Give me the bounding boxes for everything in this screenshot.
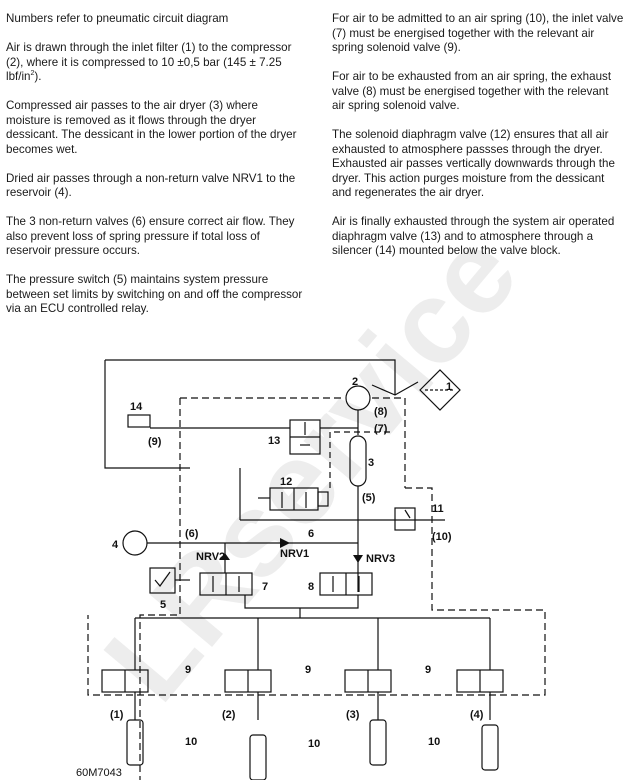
superscript: 2 [30, 70, 35, 78]
paragraph-nrv-valves: The 3 non-return valves (6) ensure corre… [6, 215, 295, 257]
reservoir [122, 530, 148, 556]
nrv1-symbol [280, 538, 290, 548]
label-9-bracket: (9) [148, 436, 162, 448]
inlet-line [104, 359, 396, 469]
label-10-bracket: (10) [432, 531, 452, 543]
label-9c: 9 [425, 664, 431, 676]
paragraph-exhaust: For air to be exhausted from an air spri… [332, 70, 612, 112]
label-spring-3: (3) [346, 709, 360, 721]
label-10a: 10 [185, 736, 197, 748]
compressor [345, 385, 371, 411]
spring-valve-1 [101, 618, 149, 766]
paragraph-nrv1: Dried air passes through a non-return va… [6, 171, 296, 200]
spring-valve-3 [344, 618, 392, 766]
label-9b: 9 [305, 664, 311, 676]
label-12: 12 [280, 476, 292, 488]
valve-block-outline [180, 397, 406, 488]
label-13: 13 [268, 435, 280, 447]
label-10c: 10 [428, 736, 440, 748]
right-text-column: For air to be admitted to an air spring … [332, 12, 624, 273]
paragraph-compressor-end: ). [34, 70, 42, 83]
label-11: 11 [432, 503, 444, 515]
label-1: 1 [446, 381, 452, 393]
figure-reference: 60M7043 [76, 767, 122, 779]
label-nrv3: NRV3 [366, 553, 395, 565]
paragraph-silencer: Air is finally exhausted through the sys… [332, 215, 615, 257]
label-8-bracket: (8) [374, 406, 388, 418]
paragraph-intro: Numbers refer to pneumatic circuit diagr… [6, 12, 229, 25]
paragraph-pressure-switch: The pressure switch (5) maintains system… [6, 273, 303, 315]
inlet-valve-7 [199, 572, 253, 596]
paragraph-diaphragm: The solenoid diaphragm valve (12) ensure… [332, 128, 615, 199]
label-2: 2 [352, 376, 358, 388]
pneumatic-circuit-diagram: 1 2 3 4 5 (6) 6 7 (7) 8 (8) 9 9 9 (9) 10… [76, 359, 546, 780]
spring-valve-2 [224, 618, 272, 780]
label-5-bracket: (5) [362, 492, 376, 504]
label-nrv1: NRV1 [280, 548, 309, 560]
label-nrv2: NRV2 [196, 551, 225, 563]
valve-block-outline-left [139, 398, 181, 780]
label-10b: 10 [308, 738, 320, 750]
filter-link [371, 381, 419, 396]
label-spring-4: (4) [470, 709, 484, 721]
label-7-bracket: (7) [374, 423, 388, 435]
paragraph-compressor: Air is drawn through the inlet filter (1… [6, 41, 304, 85]
nrv3-symbol [353, 555, 363, 563]
paragraph-compressor-text: Air is drawn through the inlet filter (1… [6, 41, 292, 83]
left-text-column: Numbers refer to pneumatic circuit diagr… [6, 12, 304, 331]
label-spring-1: (1) [110, 709, 124, 721]
diaphragm-valve-13 [289, 419, 358, 455]
label-4: 4 [112, 539, 119, 551]
label-5: 5 [160, 599, 166, 611]
label-14: 14 [130, 401, 143, 413]
pressure-switch-11 [394, 507, 445, 531]
valve-block-outline-right [87, 487, 546, 696]
paragraph-inlet: For air to be admitted to an air spring … [332, 12, 624, 54]
dashed-pilot-line [329, 431, 390, 488]
label-spring-2: (2) [222, 709, 236, 721]
spring-valve-4 [456, 618, 504, 771]
inlet-filter [419, 369, 461, 411]
paragraph-dryer: Compressed air passes to the air dryer (… [6, 99, 297, 156]
silencer [127, 414, 151, 428]
solenoid-diaphragm-valve-12 [258, 487, 329, 511]
label-9a: 9 [185, 664, 191, 676]
label-7: 7 [262, 581, 268, 593]
label-8: 8 [308, 581, 314, 593]
valve-outlet-line [244, 595, 359, 609]
label-6-bracket: (6) [185, 528, 199, 540]
label-3: 3 [368, 457, 374, 469]
exhaust-valve-8 [319, 572, 373, 596]
pressure-switch-5 [149, 567, 190, 594]
label-6: 6 [308, 528, 314, 540]
air-dryer [349, 435, 367, 487]
